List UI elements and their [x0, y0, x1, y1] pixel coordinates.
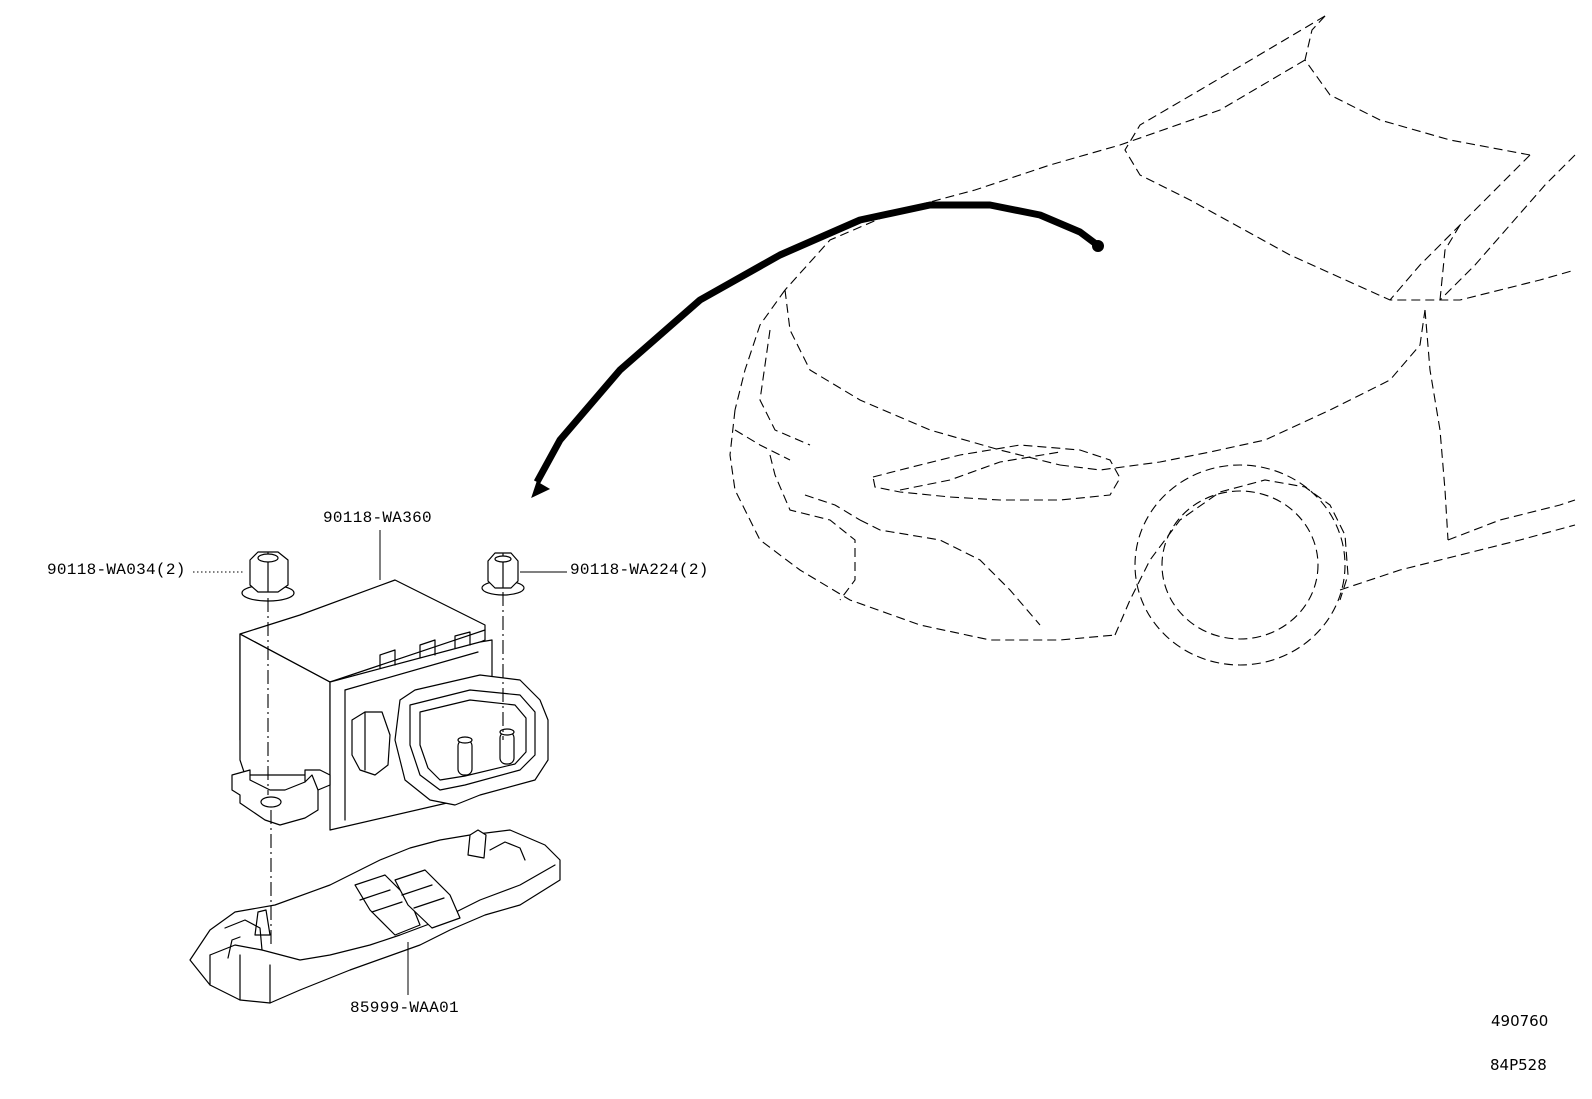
alignment-lines: [268, 592, 503, 945]
location-pointer-arrow: [532, 205, 1104, 497]
vehicle-front-outline: [730, 16, 1575, 665]
part-number-nut-left[interactable]: 90118-WA034(2): [47, 561, 186, 579]
illustration-code: 490760: [1491, 1012, 1549, 1030]
mounting-bracket: [190, 830, 560, 1003]
part-number-sensor[interactable]: 90118-WA360: [323, 509, 432, 527]
flange-nut-left-icon: [242, 552, 294, 601]
callout-leaders: [193, 530, 567, 995]
part-number-nut-right[interactable]: 90118-WA224(2): [570, 561, 709, 579]
part-number-bracket[interactable]: 85999-WAA01: [350, 999, 459, 1017]
figure-code: 84P528: [1490, 1056, 1547, 1074]
mount-location-dot: [1092, 240, 1104, 252]
flange-nut-right-icon: [482, 553, 524, 595]
airbag-sensor-assembly: [232, 580, 548, 830]
